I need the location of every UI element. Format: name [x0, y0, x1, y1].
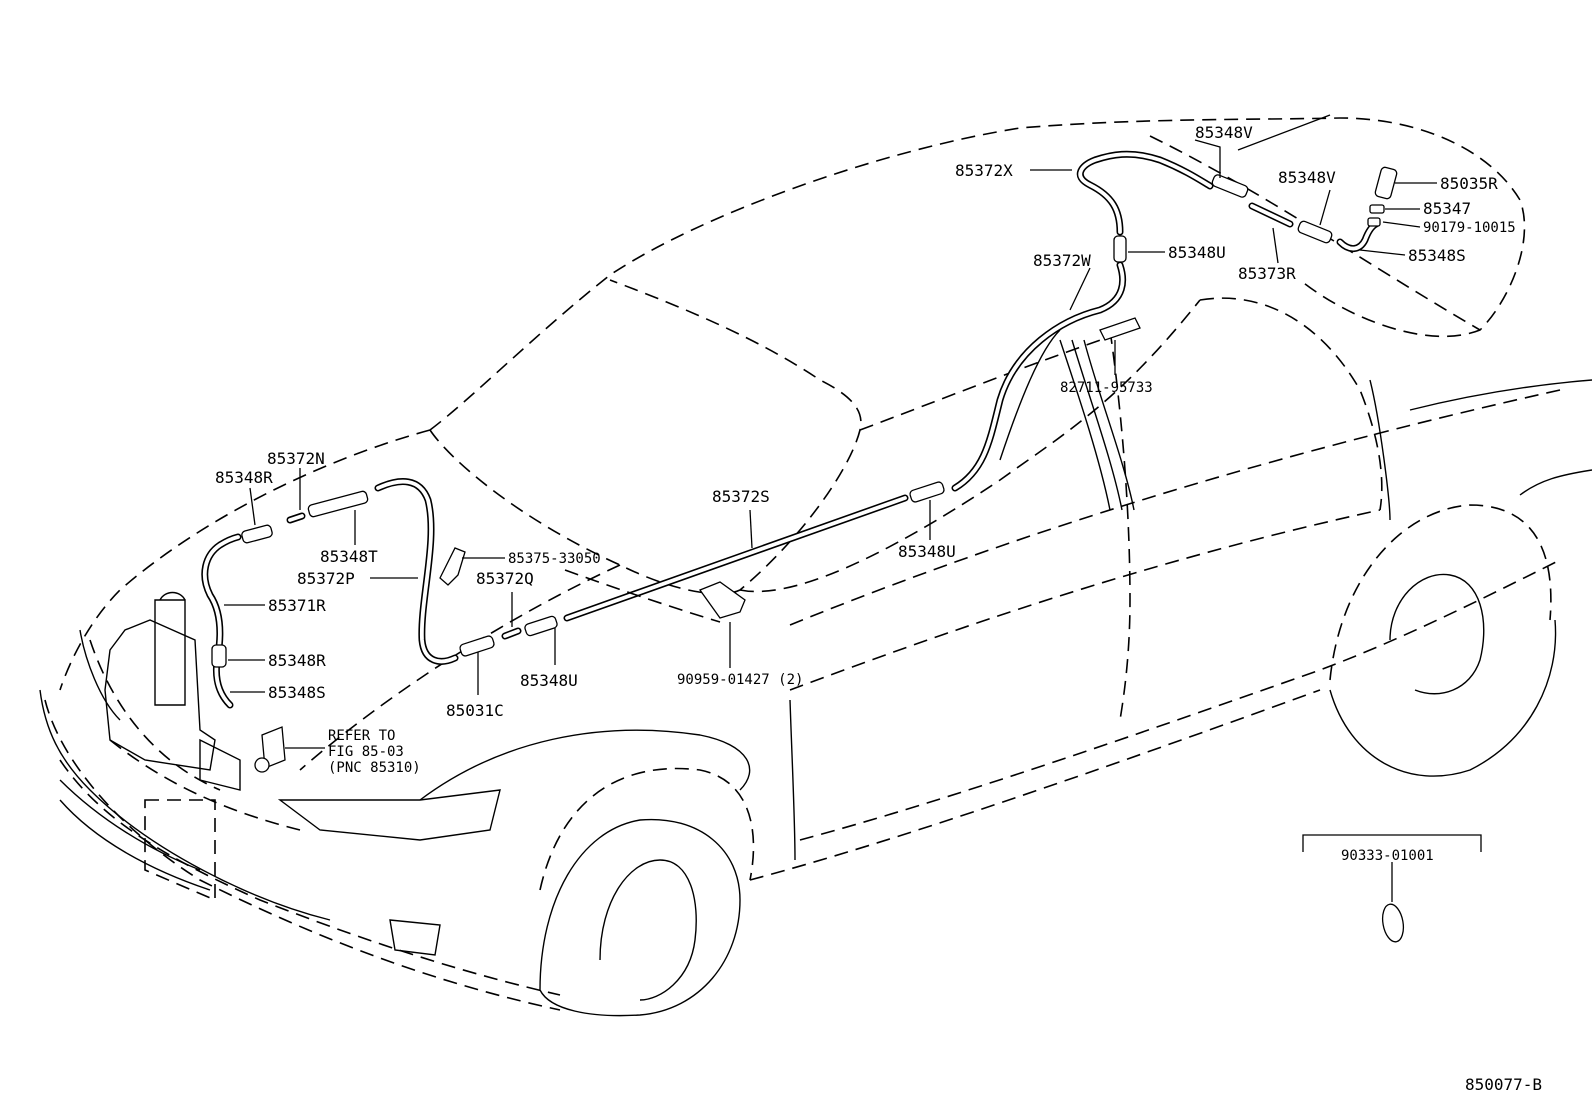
hose-joints	[211, 166, 1405, 943]
label-85371R: 85371R	[268, 596, 326, 615]
label-85348R-top: 85348R	[215, 468, 273, 487]
refer-to-line1: REFER TO	[328, 728, 395, 744]
part-labels: 85348V 85372X 85348V 85035R 85347 90179-…	[215, 123, 1542, 1094]
leader-lines	[224, 114, 1482, 902]
label-85348U-roof: 85348U	[1168, 243, 1226, 262]
label-85347: 85347	[1423, 199, 1471, 218]
label-85348S-low: 85348S	[268, 683, 326, 702]
label-85348V-mid: 85348V	[1278, 168, 1336, 187]
label-85348R-low: 85348R	[268, 651, 326, 670]
car-body-outline	[44, 117, 1561, 1011]
label-85372Q: 85372Q	[476, 569, 534, 588]
label-82711-95733: 82711-95733	[1060, 380, 1153, 396]
washer-hoses	[201, 150, 1380, 709]
refer-to-line2: FIG 85-03	[328, 744, 404, 760]
label-85372X: 85372X	[955, 161, 1013, 180]
label-85373R: 85373R	[1238, 264, 1296, 283]
label-85348T: 85348T	[320, 547, 378, 566]
label-85372N: 85372N	[267, 449, 325, 468]
label-90333-01001: 90333-01001	[1341, 848, 1434, 864]
label-85348S-rear: 85348S	[1408, 246, 1466, 265]
car-body-details	[39, 329, 1592, 1017]
label-90179-10015: 90179-10015	[1423, 220, 1516, 236]
label-85348U-cowl: 85348U	[898, 542, 956, 561]
label-85348U-mid: 85348U	[520, 671, 578, 690]
label-85372W: 85372W	[1033, 251, 1091, 270]
label-85375-33050: 85375-33050	[508, 551, 601, 567]
label-85035R: 85035R	[1440, 174, 1498, 193]
label-90959-01427: 90959-01427 (2)	[677, 672, 803, 688]
refer-to-line3: (PNC 85310)	[328, 760, 421, 776]
label-85372P: 85372P	[297, 569, 355, 588]
figure-code: 850077-B	[1465, 1075, 1542, 1094]
label-85031C: 85031C	[446, 701, 504, 720]
label-85348V-top: 85348V	[1195, 123, 1253, 142]
label-85372S: 85372S	[712, 487, 770, 506]
